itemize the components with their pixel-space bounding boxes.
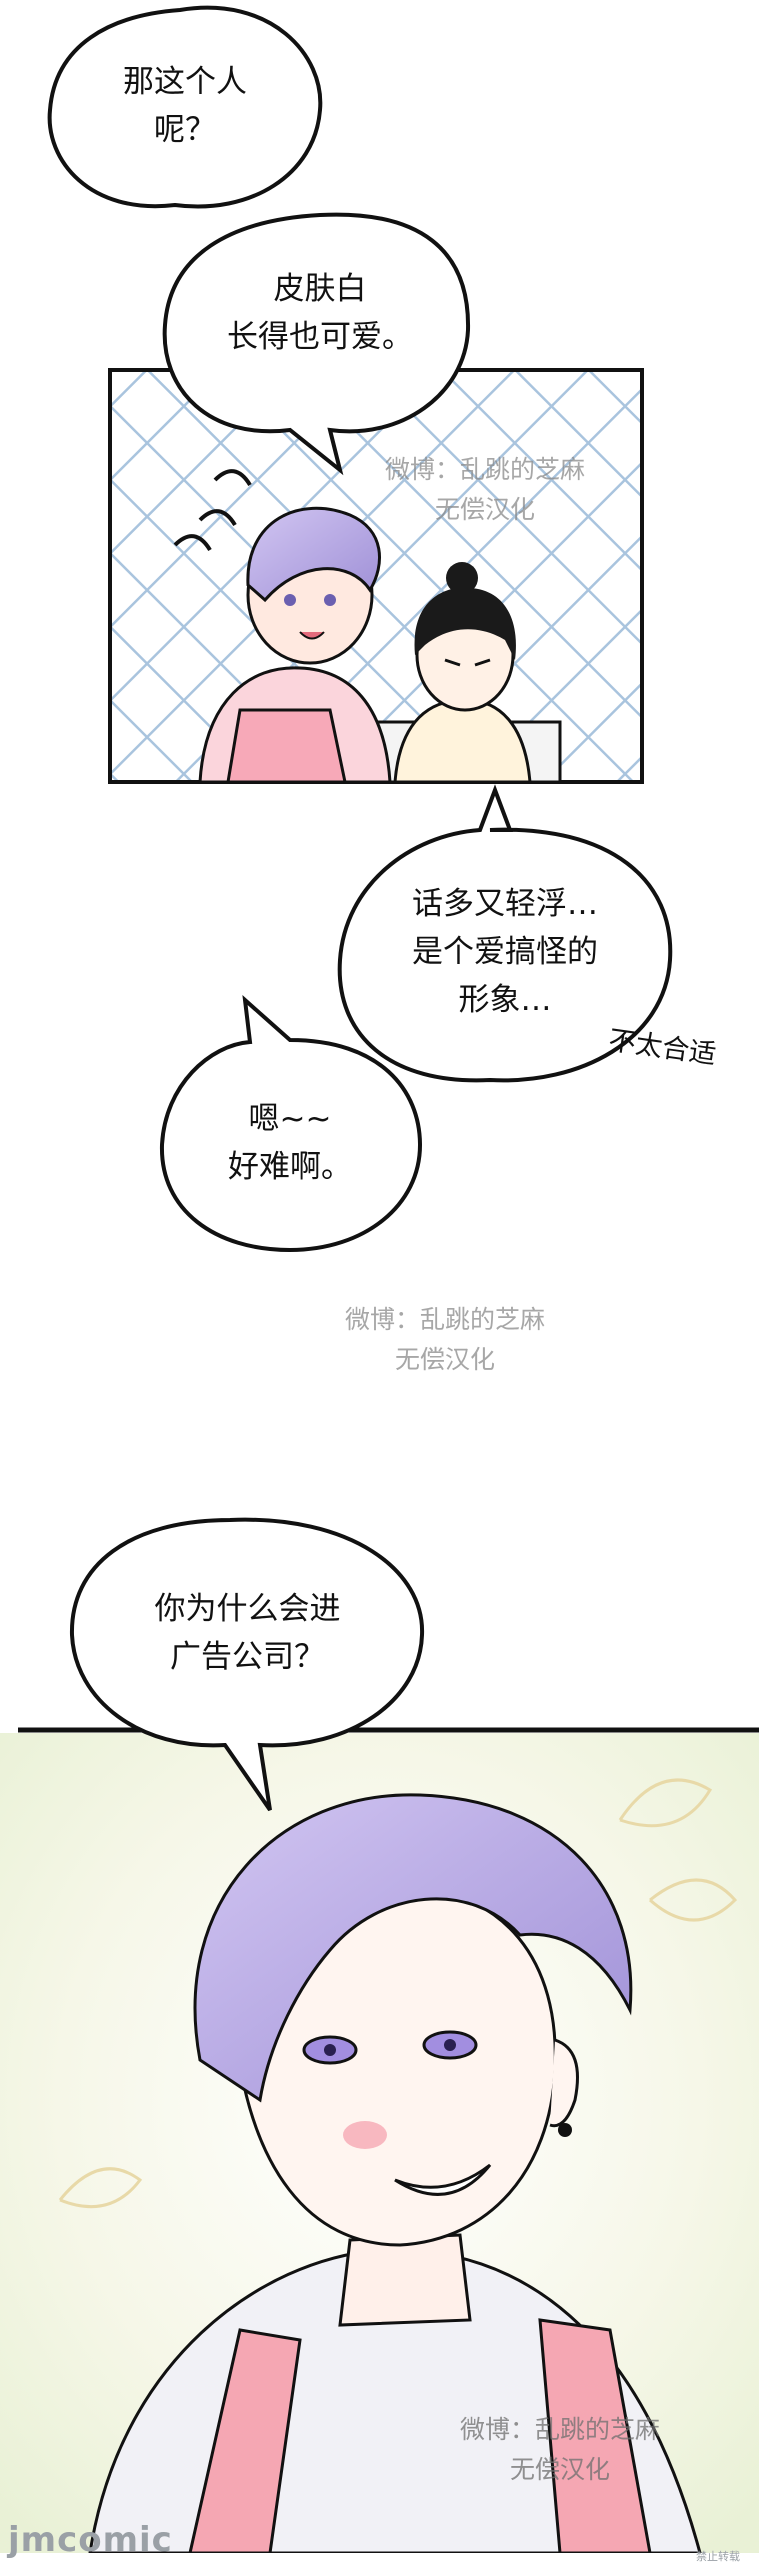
footer-strip <box>0 2553 759 2567</box>
speech-bubble-text-3: 话多又轻浮… 是个爱搞怪的 形象… <box>412 886 598 1018</box>
watermark-3: 微博：乱跳的芝麻 无偿汉化 <box>459 2415 660 2484</box>
footer-logo: jmcomic <box>8 2520 173 2560</box>
speech-bubble-text-1: 那这个人 呢？ <box>123 64 247 148</box>
panel-1 <box>108 368 644 784</box>
speech-bubble-text-2: 皮肤白 长得也可爱。 <box>227 271 413 355</box>
speech-bubble-text-4: 嗯~~ 好难啊。 <box>228 1101 352 1185</box>
speech-bubble-text-5: 你为什么会进 广告公司？ <box>154 1591 341 1675</box>
panel-2 <box>0 1733 759 2555</box>
watermark-1: 微博：乱跳的芝麻 无偿汉化 <box>384 455 585 524</box>
watermark-2: 微博：乱跳的芝麻 无偿汉化 <box>344 1305 545 1374</box>
footer-small-text: 禁止转载 <box>696 2550 740 2563</box>
speech-bubbles <box>47 5 673 1812</box>
